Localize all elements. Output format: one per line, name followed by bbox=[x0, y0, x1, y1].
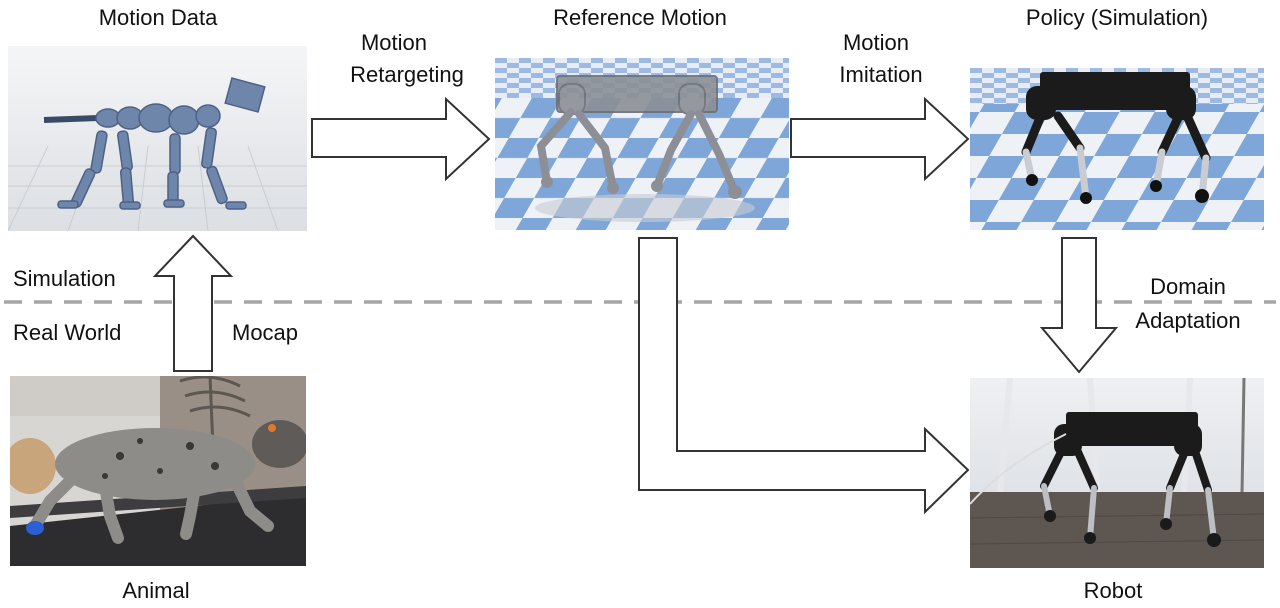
motion-data-heading: Motion Data bbox=[98, 5, 218, 30]
motion-imitation-arrow bbox=[790, 96, 970, 182]
domain-adaptation-arrow bbox=[1039, 237, 1119, 374]
domain-adaptation-label-line2: Adaptation bbox=[1135, 308, 1241, 333]
robot-heading: Robot bbox=[1083, 578, 1143, 603]
mocap-arrow bbox=[152, 234, 234, 372]
retargeting-label-line2: Retargeting bbox=[350, 62, 464, 87]
imitation-label-line2: Imitation bbox=[839, 62, 923, 87]
mocap-label: Mocap bbox=[232, 320, 299, 345]
robot-photo bbox=[970, 378, 1264, 568]
policy-simulation-image bbox=[970, 68, 1264, 230]
motion-data-image bbox=[8, 46, 307, 231]
reference-motion-heading: Reference Motion bbox=[553, 5, 727, 30]
policy-heading: Policy (Simulation) bbox=[1025, 5, 1209, 30]
imitation-label-line1: Motion bbox=[842, 30, 910, 55]
reference-motion-image bbox=[495, 58, 789, 230]
animal-photo bbox=[10, 376, 306, 566]
motion-retargeting-arrow bbox=[311, 96, 491, 182]
reference-to-robot-arrow bbox=[638, 237, 970, 515]
domain-adaptation-label-line1: Domain bbox=[1150, 274, 1226, 299]
animal-heading: Animal bbox=[122, 578, 190, 603]
simulation-region-label: Simulation bbox=[13, 266, 116, 291]
real-world-region-label: Real World bbox=[13, 320, 122, 345]
retargeting-label-line1: Motion bbox=[360, 30, 428, 55]
